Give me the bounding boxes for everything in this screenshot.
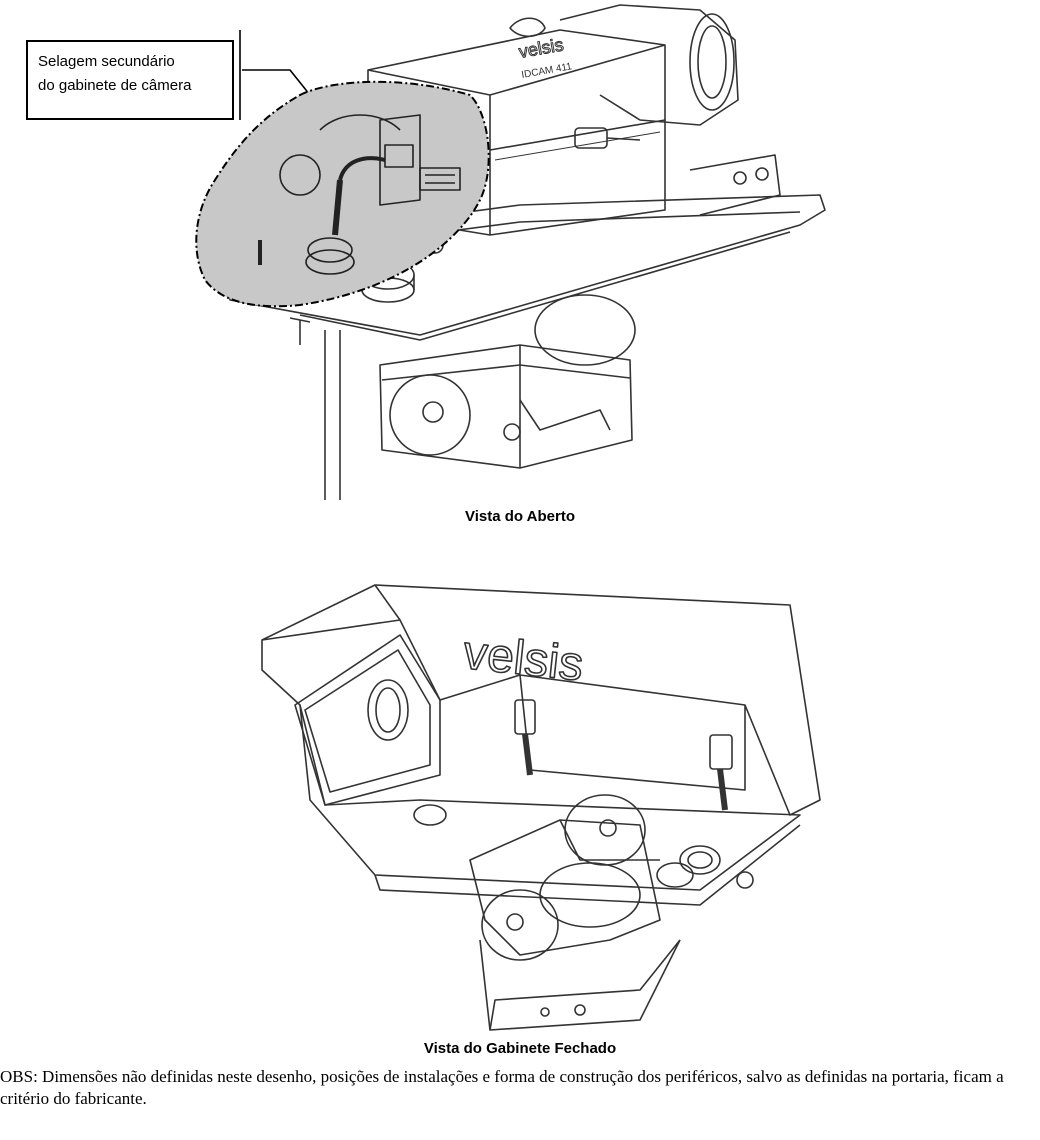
seal-callout-box: Selagem secundário do gabinete de câmera — [26, 40, 234, 120]
seal-callout-line-1: Selagem secundário — [38, 53, 175, 70]
housing-brand-logo: velsis — [461, 626, 586, 691]
lens-tube — [559, 4, 739, 126]
closed-pan-tilt-bracket — [469, 819, 661, 956]
camera-logo-mark — [509, 17, 546, 38]
observation-note: OBS: Dimensões não definidas neste desen… — [0, 1067, 1004, 1108]
housing-body — [299, 704, 801, 891]
camera-brand-logo: velsis — [517, 34, 565, 62]
closed-view-drawing: velsis — [261, 584, 821, 1031]
housing-shell — [261, 584, 821, 816]
pan-tilt-bracket — [379, 344, 633, 469]
seal-highlight-region — [195, 80, 490, 308]
front-window-frame — [294, 634, 441, 806]
closed-view-caption: Vista do Gabinete Fechado — [423, 1040, 617, 1057]
open-view-drawing: velsis IDCAM 411 — [195, 4, 826, 500]
open-view-caption: Vista do Aberto — [464, 508, 576, 525]
base-tray — [219, 194, 826, 336]
mounting-pole — [324, 330, 341, 500]
seal-callout-line-2: do gabinete de câmera — [38, 77, 192, 94]
right-latch — [709, 734, 733, 770]
